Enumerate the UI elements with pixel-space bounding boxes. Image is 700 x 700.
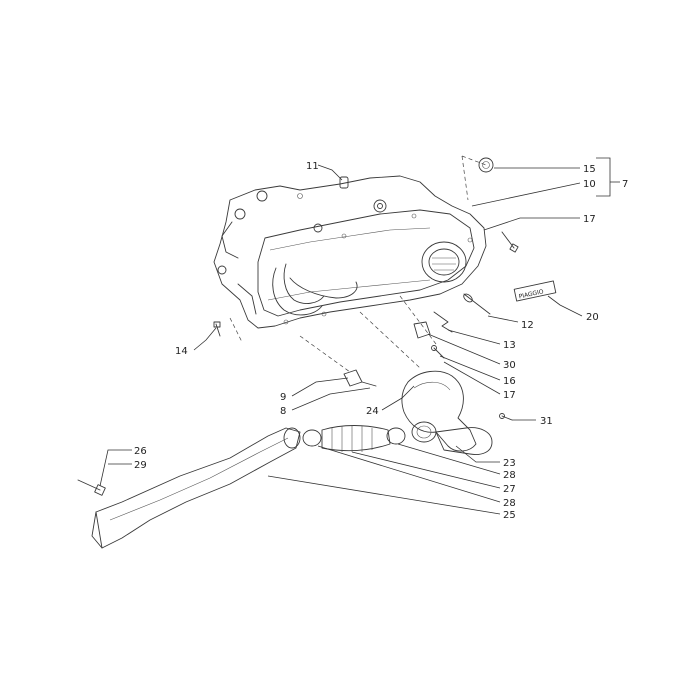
intake-boot-part-24 [401, 370, 477, 452]
elbow-duct-part-23 [411, 421, 493, 455]
bolt-part-31 [499, 413, 513, 421]
callout-9: 9 [280, 392, 286, 403]
badge-label: PIAGGIO [518, 288, 544, 300]
callout-28-upper: 28 [503, 470, 516, 481]
bracket-part-30 [413, 321, 431, 339]
clip-part-12 [463, 293, 491, 315]
pin-part-11 [339, 176, 349, 189]
clamp-part-9-8 [343, 369, 377, 387]
callout-7: 7 [622, 179, 628, 190]
callout-24: 24 [366, 406, 379, 417]
crankcase-cover [213, 175, 487, 329]
callout-15: 15 [583, 164, 596, 175]
bolt-part-26 [77, 479, 106, 496]
spring-part-13 [433, 311, 453, 333]
callout-17-lower: 17 [503, 390, 516, 401]
callout-8: 8 [280, 406, 286, 417]
screw-part-16 [431, 345, 445, 359]
callout-30: 30 [503, 360, 516, 371]
callout-28-lower: 28 [503, 498, 516, 509]
callout-23: 23 [503, 458, 516, 469]
callout-12: 12 [521, 320, 534, 331]
callout-16: 16 [503, 376, 516, 387]
callout-20: 20 [586, 312, 599, 323]
bolt-part-14 [213, 321, 221, 337]
callout-10: 10 [583, 179, 596, 190]
callout-31: 31 [540, 416, 553, 427]
callout-26: 26 [134, 446, 147, 457]
callouts: 11 15 10 7 17 14 12 20 13 30 16 17 9 8 2… [134, 161, 628, 521]
callout-11: 11 [306, 161, 319, 172]
callout-17-upper: 17 [583, 214, 596, 225]
callout-14: 14 [175, 346, 188, 357]
badge-part-20: PIAGGIO [513, 280, 557, 302]
callout-27: 27 [503, 484, 516, 495]
explosion-lines [229, 155, 487, 373]
bolt-part-17-upper [501, 231, 519, 253]
cap-part-15 [478, 157, 494, 173]
callout-13: 13 [503, 340, 516, 351]
hose-clamp-part-28 [302, 427, 406, 447]
callout-29: 29 [134, 460, 147, 471]
callout-25: 25 [503, 510, 516, 521]
intake-tube-part-25 [91, 427, 301, 549]
leader-lines [99, 157, 620, 515]
corrugated-hose-part-27 [321, 425, 391, 452]
